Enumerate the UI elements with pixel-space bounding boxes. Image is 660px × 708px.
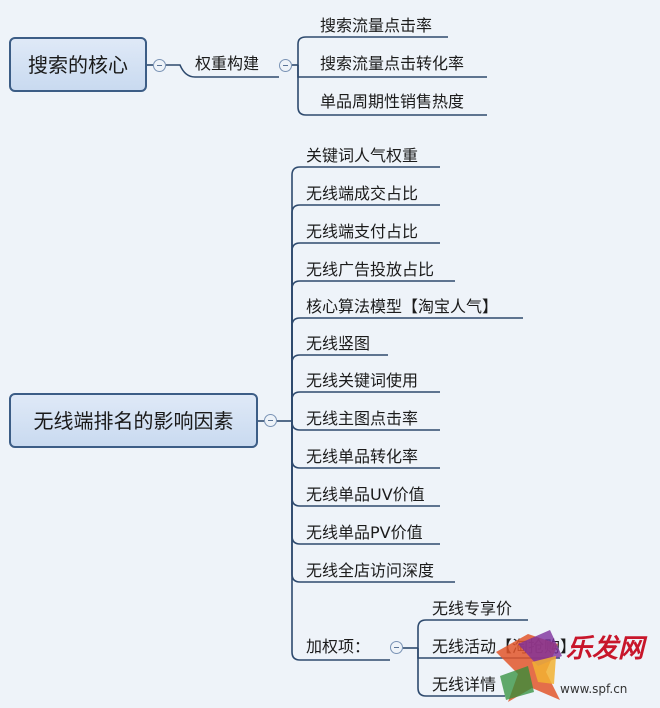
leaf-label: 搜索流量点击率 [320,16,433,35]
leaf-label: 关键词人气权重 [306,146,419,165]
leaf-node[interactable]: 无线端成交占比 [306,186,418,202]
leaf-node[interactable]: 无线主图点击率 [306,411,418,427]
leaf-node[interactable]: 无线全店访问深度 [306,563,434,579]
leaf-label: 无线单品PV价值 [306,523,423,542]
connector-line [166,64,279,78]
root-node-wireless-ranking[interactable]: 无线端排名的影响因素 [9,393,258,448]
leaf-label: 搜索流量点击转化率 [320,54,465,73]
leaf-label: 无线主图点击率 [306,409,419,428]
leaf-node[interactable]: 无线竖图 [306,336,370,352]
leaf-node[interactable]: 无线关键词使用 [306,373,418,389]
connector-line [417,619,528,648]
leaf-label: 无线详情 [432,675,497,694]
node-weight-build[interactable]: 权重构建 [195,56,259,72]
leaf-label: 单品周期性销售热度 [320,92,465,111]
leaf-node[interactable]: 单品周期性销售热度 [320,94,464,110]
collapse-toggle-icon[interactable] [264,414,277,427]
leaf-label: 核心算法模型【淘宝人气】 [306,297,499,316]
leaf-node[interactable]: 核心算法模型【淘宝人气】 [306,299,498,315]
connector-line [291,166,440,421]
leaf-label: 无线单品UV价值 [306,485,425,504]
brand-url: www.spf.cn [560,682,628,696]
leaf-label: 无线专享价 [432,599,513,618]
leaf-node[interactable]: 无线详情 [432,677,496,693]
leaf-node[interactable]: 关键词人气权重 [306,148,418,164]
connector-line [291,354,388,421]
connector-line [291,317,523,421]
leaf-label: 无线端成交占比 [306,184,419,203]
node-label: 加权项： [306,637,371,656]
root-node-label: 搜索的核心 [28,52,128,77]
leaf-node[interactable]: 无线单品PV价值 [306,525,423,541]
brand-logo-icon [496,630,562,702]
collapse-toggle-icon[interactable] [390,641,403,654]
node-bonus[interactable]: 加权项： [306,639,370,655]
leaf-node[interactable]: 无线单品UV价值 [306,487,425,503]
node-label: 权重构建 [195,54,260,73]
connector-line [291,391,440,421]
connector-line [291,204,440,421]
leaf-node[interactable]: 无线单品转化率 [306,449,418,465]
connector-line [297,36,448,65]
leaf-label: 无线全店访问深度 [306,561,435,580]
connector-line [417,648,505,697]
root-node-search-core[interactable]: 搜索的核心 [9,37,147,92]
brand-name: 乐发网 [566,634,645,664]
collapse-toggle-icon[interactable] [153,59,166,72]
leaf-node[interactable]: 无线端支付占比 [306,224,418,240]
leaf-node[interactable]: 无线专享价 [432,601,512,617]
leaf-label: 无线广告投放占比 [306,260,435,279]
connector-line [291,242,440,421]
leaf-node[interactable]: 搜索流量点击率 [320,18,432,34]
leaf-label: 无线竖图 [306,334,371,353]
leaf-label: 无线关键词使用 [306,371,419,390]
leaf-node[interactable]: 搜索流量点击转化率 [320,56,464,72]
collapse-toggle-icon[interactable] [279,59,292,72]
connector-line [291,280,455,421]
connector-line [297,65,487,116]
root-node-label: 无线端排名的影响因素 [33,408,234,433]
leaf-label: 无线端支付占比 [306,222,419,241]
leaf-label: 无线单品转化率 [306,447,419,466]
leaf-node[interactable]: 无线广告投放占比 [306,262,434,278]
connector-line [291,421,390,661]
